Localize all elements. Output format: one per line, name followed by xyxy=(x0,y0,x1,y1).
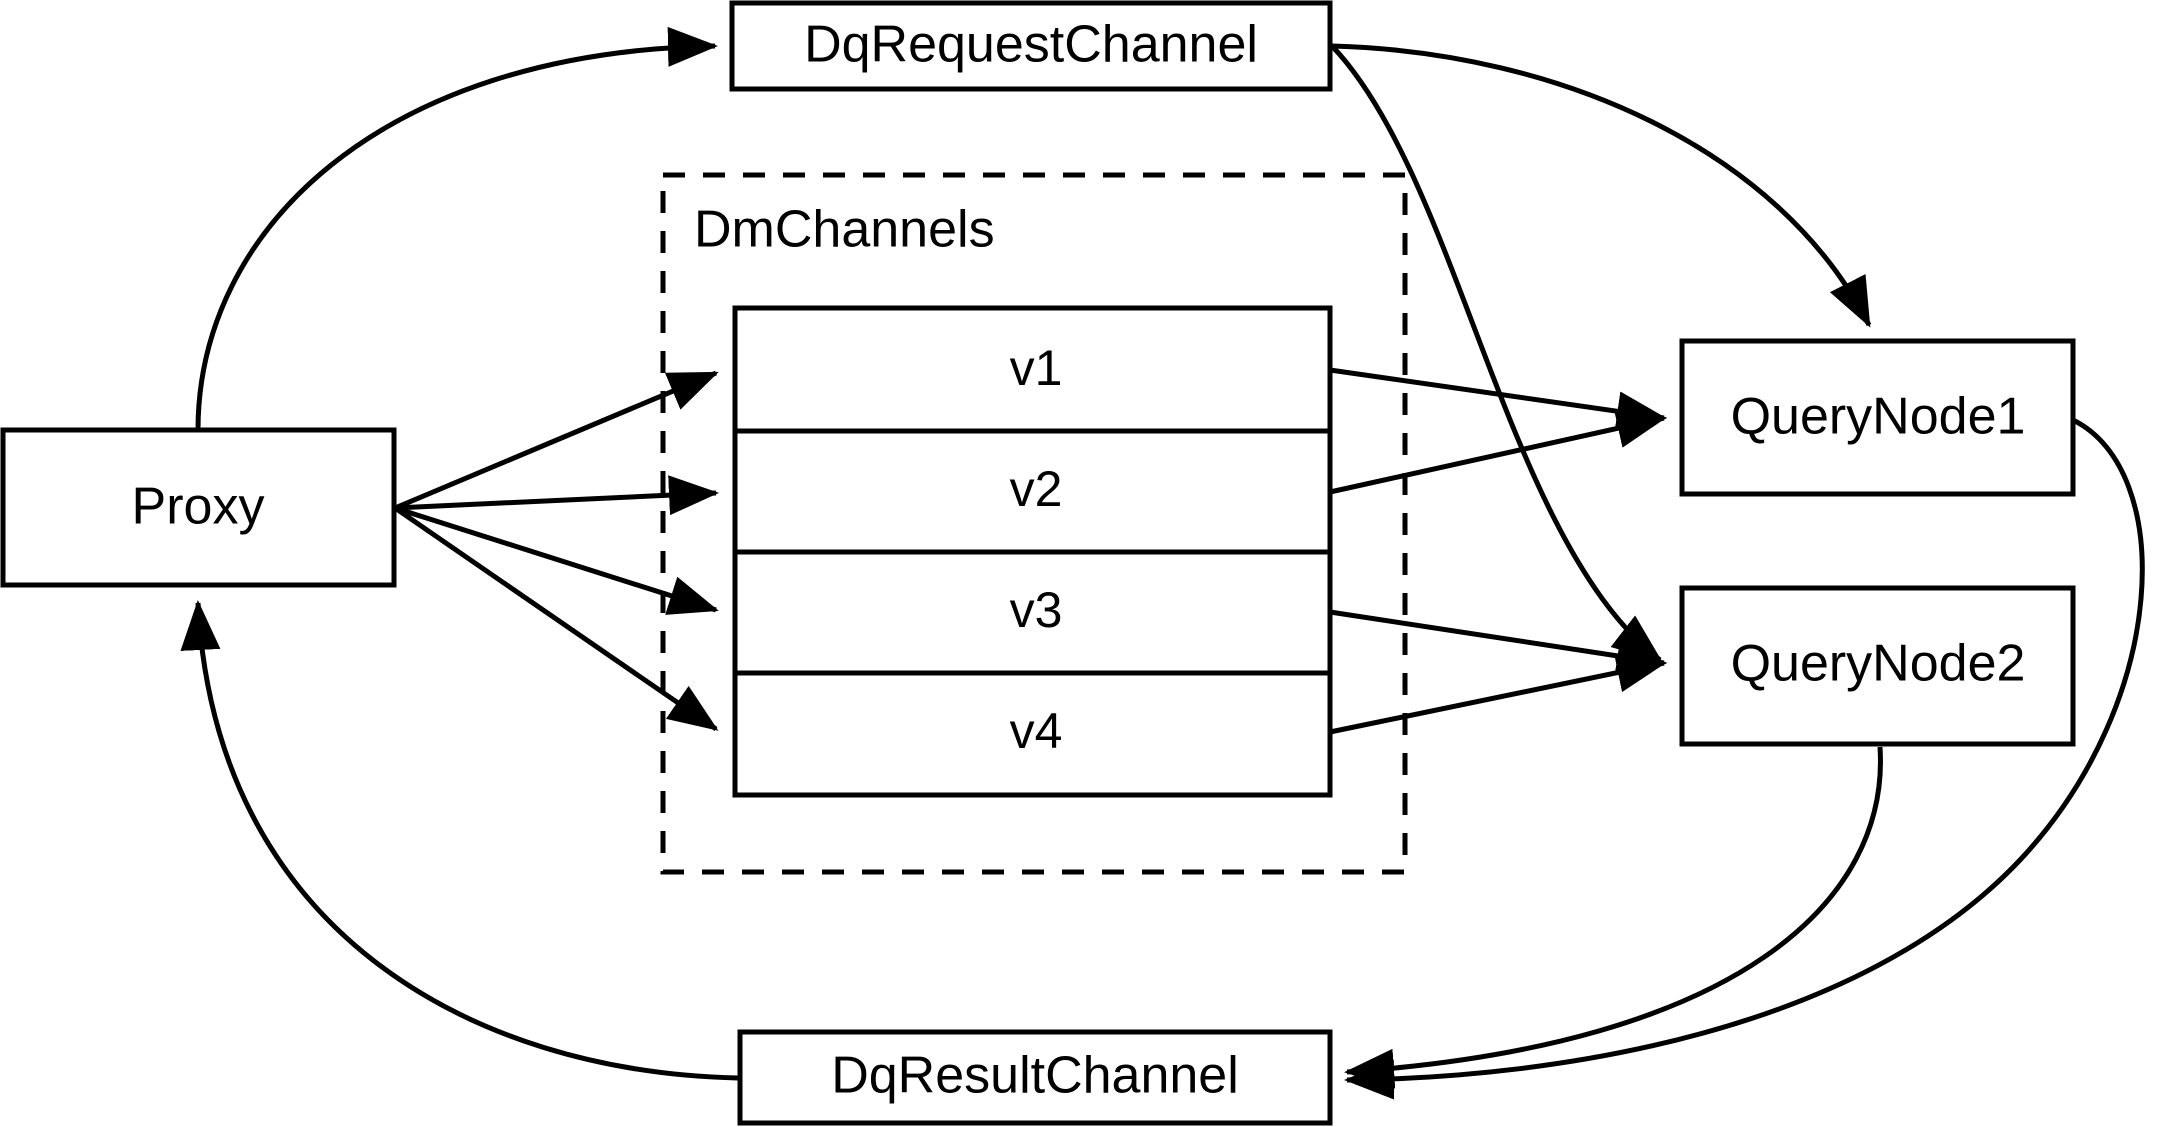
node-dq-result-channel[interactable]: DqResultChannel xyxy=(737,1029,1333,1126)
edge-querynode2-to-dqresultchannel xyxy=(1344,746,1883,1089)
dmchannels-cell-v1-label: v1 xyxy=(1010,340,1063,396)
dmchannels-cell-v2-label: v2 xyxy=(1010,461,1063,517)
node-query-node-2[interactable]: QueryNode2 xyxy=(1679,585,2076,747)
node-query-node-2-label: QueryNode2 xyxy=(1731,635,2026,693)
dmchannels-cell-table: v1 v2 v3 v4 xyxy=(732,305,1333,798)
dmchannels-group: DmChannels xyxy=(660,172,1408,875)
dmchannels-cell-v1[interactable]: v1 xyxy=(1010,340,1063,396)
edge-querynode1-to-dqresultchannel xyxy=(1344,417,2145,1100)
dmchannels-group-label: DmChannels xyxy=(694,201,995,259)
dmchannels-cell-v3-label: v3 xyxy=(1010,582,1063,638)
node-dq-result-channel-label: DqResultChannel xyxy=(831,1047,1239,1105)
edge-dqrequestchannel-to-querynode2 xyxy=(1330,44,1663,662)
edge-v1-to-querynode1 xyxy=(1329,367,1667,432)
edge-proxy-to-v3 xyxy=(394,505,719,615)
edge-dqrequestchannel-to-querynode1 xyxy=(1331,43,1872,328)
node-dq-request-channel-label: DqRequestChannel xyxy=(804,16,1258,74)
node-proxy[interactable]: Proxy xyxy=(0,427,397,588)
dmchannels-cell-v2[interactable]: v2 xyxy=(1010,461,1063,517)
edge-v3-to-querynode2 xyxy=(1329,609,1667,676)
node-query-node-1[interactable]: QueryNode1 xyxy=(1679,338,2076,497)
edge-v2-to-querynode1 xyxy=(1329,408,1667,495)
edge-proxy-to-v1 xyxy=(394,370,719,511)
node-query-node-1-label: QueryNode1 xyxy=(1731,388,2026,446)
edge-proxy-to-v4 xyxy=(393,505,719,732)
edge-v4-to-querynode2 xyxy=(1329,652,1667,735)
dmchannels-cell-v3[interactable]: v3 xyxy=(1010,582,1063,638)
dmchannels-cell-v4-label: v4 xyxy=(1010,703,1063,759)
dmchannels-cell-v4[interactable]: v4 xyxy=(1010,703,1063,759)
edge-proxy-to-dqrequestchannel xyxy=(195,26,718,431)
edge-proxy-to-v2 xyxy=(394,475,719,516)
node-proxy-label: Proxy xyxy=(132,478,265,536)
node-dq-request-channel[interactable]: DqRequestChannel xyxy=(729,0,1333,92)
edge-dqresultchannel-to-proxy xyxy=(180,600,739,1081)
